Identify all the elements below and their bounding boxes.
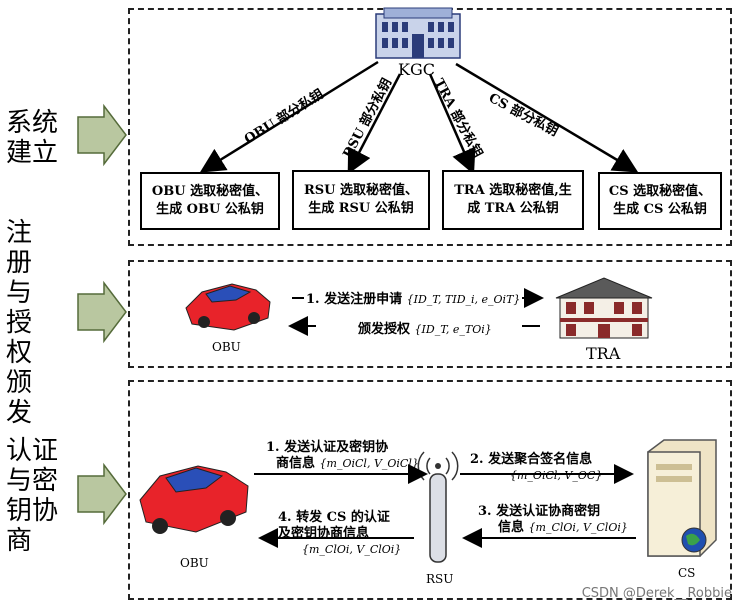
auth-cs-label: CS xyxy=(678,566,696,580)
stage-setup-text: 系统建立 xyxy=(6,108,59,168)
auth-rsu-label: RSU xyxy=(426,572,454,586)
auth-panel xyxy=(128,380,732,600)
box-tra-text: TRA 选取秘密值,生成 TRA 公私钥 xyxy=(454,183,572,216)
register-tra-label: TRA xyxy=(586,344,621,363)
auth-msg1-line2: 商信息 xyxy=(276,456,316,471)
auth-msg3-line1: 3. 发送认证协商密钥 xyxy=(478,504,601,519)
register-msg2-params: {ID_T, e_TOi} xyxy=(414,323,492,336)
stage-auth-text: 认证与密钥协商 xyxy=(6,436,59,556)
auth-msg4-line1: 4. 转发 CS 的认证 xyxy=(278,510,390,525)
box-rsu-keys: RSU 选取秘密值、生成 RSU 公私钥 xyxy=(292,170,430,230)
auth-msg1: 1. 发送认证及密钥协 商信息 {m_OiCl, V_OiCl} xyxy=(266,440,419,472)
arrow-kgc-rsu xyxy=(347,73,402,175)
auth-msg4-line2: 及密钥协商信息 xyxy=(278,526,370,541)
kgc-label: KGC xyxy=(398,60,435,79)
arrow-kgc-obu xyxy=(199,60,379,173)
stage-label-setup: 系统建立 xyxy=(6,108,62,168)
box-cs-text: CS 选取秘密值、生成 CS 公私钥 xyxy=(608,184,712,217)
register-obu-label: OBU xyxy=(212,340,241,354)
auth-msg1-line2-row: 商信息 {m_OiCl, V_OiCl} xyxy=(266,456,419,472)
stage-register-text: 注册与授权颁发 xyxy=(6,218,33,428)
car-icon-auth xyxy=(139,465,249,534)
auth-msg3-line2: 信息 xyxy=(498,520,525,535)
auth-msg2: 2. 发送聚合签名信息 {m_OiCl, V_OC} xyxy=(470,452,602,484)
auth-msg4: 4. 转发 CS 的认证 及密钥协商信息 {m_ClOi, V_ClOi} xyxy=(278,510,401,558)
register-msg1-text: 1. 发送注册申请 xyxy=(306,292,403,307)
arrow-kgc-cs xyxy=(455,62,639,173)
register-msg2: 颁发授权 {ID_T, e_TOi} xyxy=(358,318,492,337)
building-icon xyxy=(375,7,461,59)
stage-arrow-setup xyxy=(77,103,127,167)
box-cs-keys: CS 选取秘密值、生成 CS 公私钥 xyxy=(598,172,722,230)
stage-label-register: 注册与授权颁发 xyxy=(6,218,36,428)
auth-msg4-params: {m_ClOi, V_ClOi} xyxy=(302,543,402,556)
box-obu-text: OBU 选取秘密值、生成 OBU 公私钥 xyxy=(151,184,269,217)
register-panel xyxy=(128,260,732,368)
auth-msg3-line2-row: 信息 {m_ClOi, V_ClOi} xyxy=(478,520,628,536)
car-icon-register xyxy=(185,283,271,331)
auth-msg2-text: 2. 发送聚合签名信息 xyxy=(470,452,593,467)
auth-msg1-params: {m_OiCl, V_OiCl} xyxy=(319,457,419,470)
stage-arrow-register xyxy=(77,280,127,344)
register-msg1: 1. 发送注册申请 {ID_T, TID_i, e_OiT} xyxy=(306,288,520,307)
register-msg1-params: {ID_T, TID_i, e_OiT} xyxy=(406,293,521,306)
box-obu-keys: OBU 选取秘密值、生成 OBU 公私钥 xyxy=(140,172,280,230)
auth-msg3: 3. 发送认证协商密钥 信息 {m_ClOi, V_ClOi} xyxy=(478,504,628,536)
house-icon xyxy=(555,277,653,339)
antenna-icon xyxy=(417,451,459,563)
auth-obu-label: OBU xyxy=(180,556,209,570)
register-msg2-text: 颁发授权 xyxy=(358,322,411,337)
arrow-kgc-tra xyxy=(428,73,476,175)
stage-label-auth: 认证与密钥协商 xyxy=(6,436,62,556)
box-tra-keys: TRA 选取秘密值,生成 TRA 公私钥 xyxy=(442,170,584,230)
auth-msg1-line1: 1. 发送认证及密钥协 xyxy=(266,440,389,455)
server-icon xyxy=(647,439,717,557)
auth-msg2-params: {m_OiCl, V_OC} xyxy=(510,469,603,482)
stage-arrow-auth xyxy=(77,462,127,526)
auth-msg3-params: {m_ClOi, V_ClOi} xyxy=(528,521,628,534)
watermark: CSDN @Derek__Robbie xyxy=(581,586,732,601)
box-rsu-text: RSU 选取秘密值、生成 RSU 公私钥 xyxy=(303,183,419,216)
